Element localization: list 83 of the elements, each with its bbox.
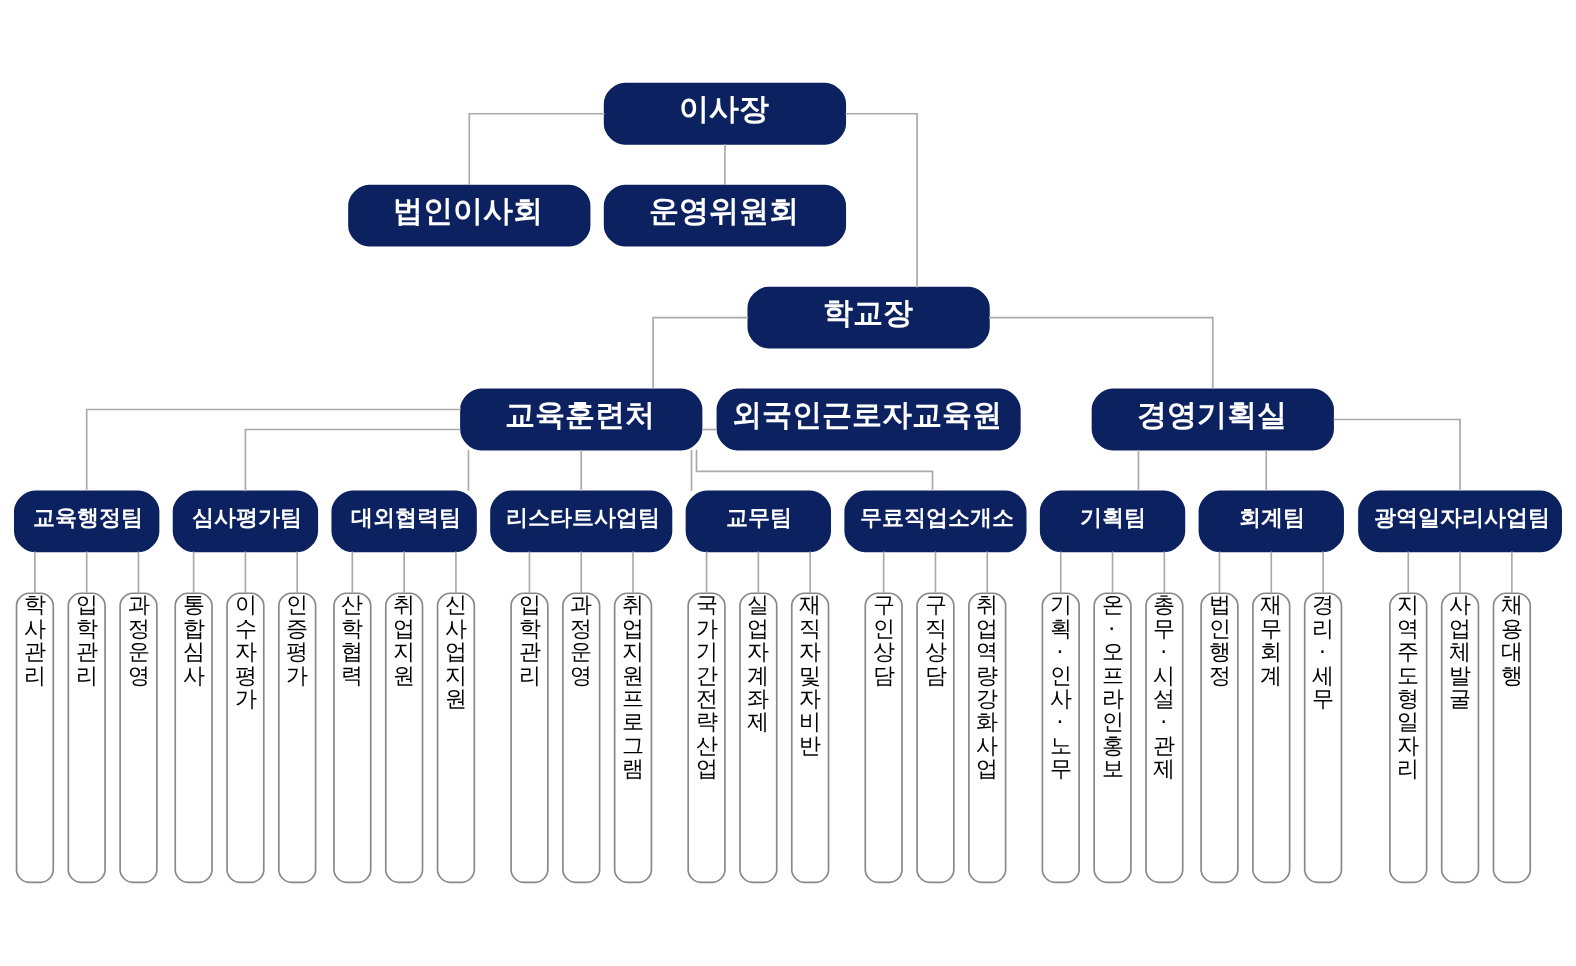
connector [934,550,937,594]
connector [467,449,470,492]
node-box: 무료직업소개소 [844,490,1027,553]
node-box: 입학관리 [510,592,549,884]
node-box: 심사평가팀 [172,490,319,553]
connector [244,428,462,493]
connector [690,449,693,492]
connector [1163,550,1166,594]
connector [724,143,726,186]
connector [632,550,634,594]
node-box: 재무회계 [1252,592,1291,884]
node-box: 이수자평가 [226,592,265,884]
connector [468,112,606,186]
connector [1407,550,1410,594]
connector [1511,550,1513,594]
node-box: 과정운영 [119,592,158,884]
connector [580,449,583,492]
node-box: 교육행정팀 [14,490,160,553]
node-box: 통합심사 [174,592,213,884]
node-box: 교육훈련처 [460,388,703,451]
node-box: 구인상담 [864,592,903,884]
connector [1270,550,1273,594]
connector [1218,550,1221,594]
connector [351,550,354,594]
node-box: 경영기획실 [1091,388,1334,451]
node-box: 취업지원 [384,592,424,884]
node-box: 법인행정 [1200,592,1239,884]
connector [1265,449,1268,492]
connector [1137,449,1140,492]
node-box: 기획·인사·노무 [1041,592,1080,884]
connector [85,408,462,492]
connector [244,550,247,594]
connector [1332,418,1461,492]
node-box: 기획팀 [1039,490,1186,553]
node-box: 산학협력 [333,592,372,884]
node-box: 지역주도형일자리 [1389,592,1428,884]
connector [705,550,708,594]
node-box: 재직자및자비반 [790,592,830,884]
connector [986,550,989,594]
connector [455,550,457,594]
node-box: 교무팀 [685,490,832,553]
node-box: 운영위원회 [603,184,847,247]
node-box: 구직상담 [916,592,955,884]
node-box: 채용대행 [1492,592,1532,884]
connector [34,550,36,594]
node-box: 외국인근로자교육원 [716,388,1021,451]
connector [85,550,88,594]
node-box: 회계팀 [1198,490,1344,553]
node-box: 대외협력팀 [331,490,477,553]
connector [988,316,1214,390]
connector [757,550,760,594]
node-box: 취업역량강화사업 [968,592,1007,884]
node-box: 경리·세무 [1303,592,1343,884]
connector [192,550,195,594]
node-box: 학사관리 [15,592,55,884]
node-box: 사업체발굴 [1440,592,1480,884]
node-box: 법인이사회 [348,184,591,247]
connector [809,550,811,594]
node-box: 취업지원프로그램 [613,592,653,884]
node-box: 실업자계좌제 [739,592,778,884]
node-box: 리스타트사업팀 [490,490,673,553]
connector [528,550,531,594]
node-box: 온·오프라인홍보 [1093,592,1132,884]
connector [844,112,918,289]
node-box: 총무·시설·관제 [1145,592,1184,884]
node-box: 입학관리 [67,592,106,884]
node-box: 인증평가 [278,592,317,884]
connector [652,316,750,390]
node-box: 이사장 [603,82,847,145]
node-box: 학교장 [747,286,990,349]
node-box: 과정운영 [562,592,601,884]
connector [403,550,405,594]
connector [296,550,299,594]
connector [1059,550,1062,594]
connector [882,550,885,594]
node-box: 광역일자리사업팀 [1358,490,1562,553]
connector [137,550,140,594]
node-box: 신사업지원 [436,592,476,884]
connector [580,550,583,594]
connector [1322,550,1324,594]
connector [1459,550,1461,594]
connector [1111,550,1114,594]
node-box: 국가기간전략산업 [687,592,726,884]
